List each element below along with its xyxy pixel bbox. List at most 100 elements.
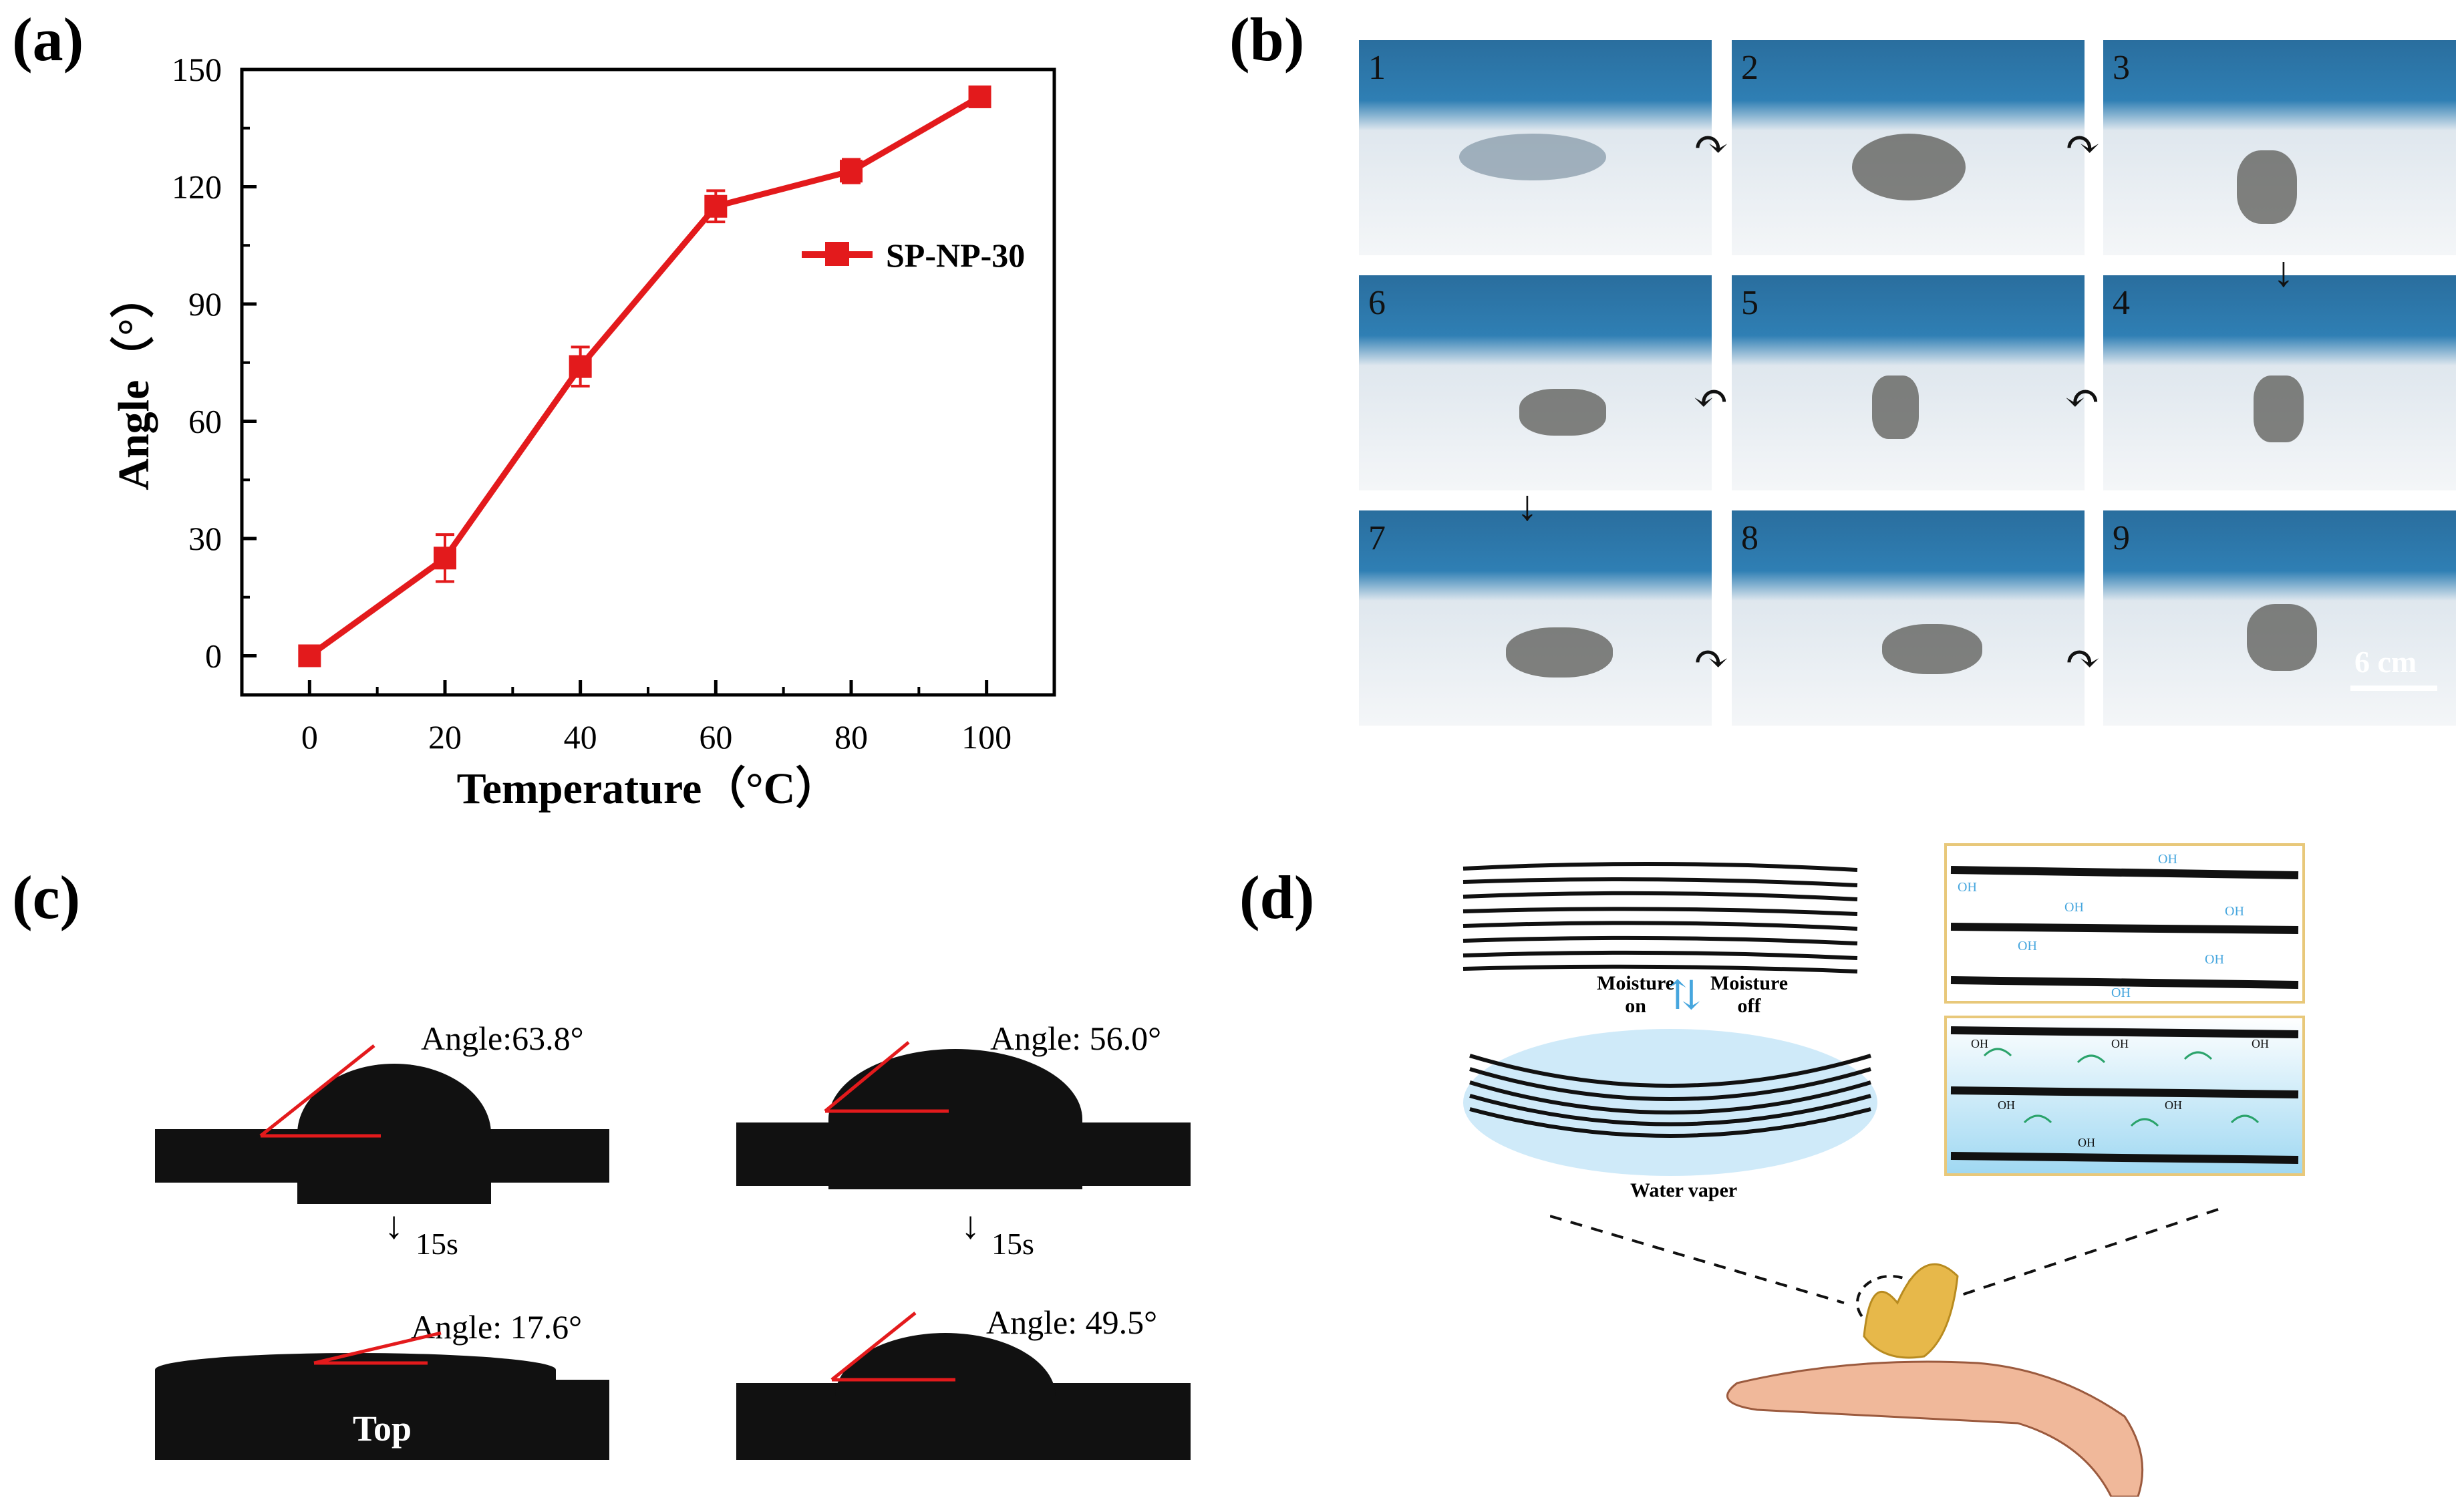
moisture-off-state: off xyxy=(1737,995,1761,1017)
arrow-icon: ↷ xyxy=(2064,635,2101,683)
step-number: 5 xyxy=(1741,284,1758,322)
tangent-line-icon xyxy=(313,1331,442,1365)
dry-fiber-stack xyxy=(1462,861,1858,973)
angle-bottom-before: Angle: 56.0° xyxy=(990,1020,1162,1057)
x-tick-label: 40 xyxy=(564,718,597,756)
plot-frame xyxy=(240,67,1056,697)
y-tick-label: 150 xyxy=(172,51,222,88)
oh-group-label: OH xyxy=(2064,900,2084,915)
substrate-label: Top xyxy=(352,1408,412,1449)
oh-group-label: OH xyxy=(1998,1098,2015,1112)
dry-molecular-inset: OH OH OH OH OH OH OH xyxy=(1944,843,2305,1004)
arrow-icon: ↓ xyxy=(2273,248,2294,295)
panel-label-a: (a) xyxy=(12,5,84,73)
angle-top-before: Angle:63.8° xyxy=(421,1020,584,1057)
down-arrow-icon: ↓ xyxy=(384,1203,404,1247)
data-point xyxy=(968,85,991,108)
legend: SP-NP-30 xyxy=(802,237,1025,274)
oh-group-label: OH xyxy=(2018,939,2037,953)
oh-group-label: OH xyxy=(2252,1037,2269,1050)
legend-marker xyxy=(825,242,849,266)
step-number: 6 xyxy=(1368,284,1386,322)
droplet-shape xyxy=(155,1353,556,1386)
arrow-icon: ↓ xyxy=(1517,482,1538,529)
legend-label: SP-NP-30 xyxy=(886,237,1025,274)
wet-fiber-stack xyxy=(1463,1029,1877,1176)
oh-group-label: OH xyxy=(2225,904,2244,919)
panel-label-c: (c) xyxy=(12,863,81,931)
oh-group-label: OH xyxy=(2158,852,2177,867)
tangent-line-icon xyxy=(824,1041,949,1113)
step-number: 4 xyxy=(2113,284,2130,322)
oh-group-label: OH xyxy=(2111,1037,2129,1050)
step-number: 3 xyxy=(2113,49,2130,87)
oh-group-label: OH xyxy=(1971,1037,1988,1050)
arrow-icon: ↶ xyxy=(1693,375,1729,422)
drop-image-top-after: Top xyxy=(155,1380,609,1460)
step-number: 1 xyxy=(1368,49,1386,87)
angle-bottom-after: Angle: 49.5° xyxy=(986,1304,1158,1341)
x-tick-label: 80 xyxy=(834,718,868,756)
step-number: 8 xyxy=(1741,519,1758,557)
step-number: 2 xyxy=(1741,49,1758,87)
x-tick-label: 60 xyxy=(699,718,732,756)
wet-molecular-inset: OH OH OH OH OH OH xyxy=(1944,1016,2305,1176)
y-axis-label: Angle（°） xyxy=(109,274,158,490)
y-tick-label: 60 xyxy=(188,403,222,440)
tangent-line-icon xyxy=(259,1044,381,1138)
data-point xyxy=(569,355,592,378)
oh-group-label: OH xyxy=(2165,1098,2182,1112)
time-label: 15s xyxy=(416,1227,458,1261)
time-label: 15s xyxy=(991,1227,1034,1261)
data-point xyxy=(704,194,728,218)
oh-group-label: OH xyxy=(2205,952,2224,967)
photo-step-6: 6 xyxy=(1359,275,1712,490)
photo-step-5: 5 xyxy=(1732,275,2085,490)
arrow-icon: ↷ xyxy=(1693,121,1729,168)
photo-step-7: 7 xyxy=(1359,510,1712,726)
moisture-on-label: Moisture on xyxy=(1597,972,1674,1018)
step-number: 7 xyxy=(1368,519,1386,557)
moisture-on-word: Moisture xyxy=(1597,972,1675,994)
hand-illustration xyxy=(1550,1208,2219,1497)
scale-label: 6 cm xyxy=(2354,645,2417,679)
photo-step-2: 2 xyxy=(1732,40,2085,255)
cycle-arrows-icon: ⇅ xyxy=(1668,973,1702,1018)
photo-step-9: 9 6 cm xyxy=(2103,510,2456,726)
photo-step-8: 8 xyxy=(1732,510,2085,726)
arrow-icon: ↷ xyxy=(1693,635,1729,683)
oh-group-label: OH xyxy=(1958,880,1977,895)
series-line xyxy=(307,94,981,659)
step-number: 9 xyxy=(2113,519,2130,557)
oh-group-label: OH xyxy=(2111,986,2131,1000)
angle-top-after: Angle: 17.6° xyxy=(411,1308,583,1346)
y-tick-label: 0 xyxy=(205,637,222,675)
x-tick-label: 0 xyxy=(301,718,318,756)
arrow-icon: ↷ xyxy=(2064,121,2101,168)
droplet-shape xyxy=(835,1333,1056,1460)
moisture-on-state: on xyxy=(1625,995,1646,1017)
moisture-off-label: Moisture off xyxy=(1710,972,1788,1018)
angle-temperature-chart: 0 30 60 90 120 150 0 20 40 60 80 100 Angle（°） Temp… xyxy=(109,51,1056,813)
y-tick-label: 120 xyxy=(172,168,222,206)
water-vapor-label: Water vaper xyxy=(1630,1179,1738,1201)
y-tick-label: 30 xyxy=(188,520,222,557)
data-point xyxy=(434,547,456,570)
panel-label-b: (b) xyxy=(1229,5,1305,73)
photo-step-4: 4 xyxy=(2103,275,2456,490)
moisture-off-word: Moisture xyxy=(1710,972,1789,994)
data-point xyxy=(840,160,863,183)
x-tick-label: 20 xyxy=(428,718,462,756)
droplet-shape xyxy=(297,1064,491,1204)
photo-step-3: 3 xyxy=(2103,40,2456,255)
down-arrow-icon: ↓ xyxy=(961,1203,980,1247)
x-axis-label: Temperature（°C） xyxy=(457,764,840,813)
arrow-icon: ↶ xyxy=(2064,375,2101,422)
photo-step-1: 1 xyxy=(1359,40,1712,255)
x-tick-label: 100 xyxy=(961,718,1012,756)
scale-bar xyxy=(2350,686,2437,691)
data-point xyxy=(298,644,321,667)
y-tick-label: 90 xyxy=(188,285,222,323)
tangent-line-icon xyxy=(830,1312,955,1382)
panel-label-d: (d) xyxy=(1239,863,1315,931)
